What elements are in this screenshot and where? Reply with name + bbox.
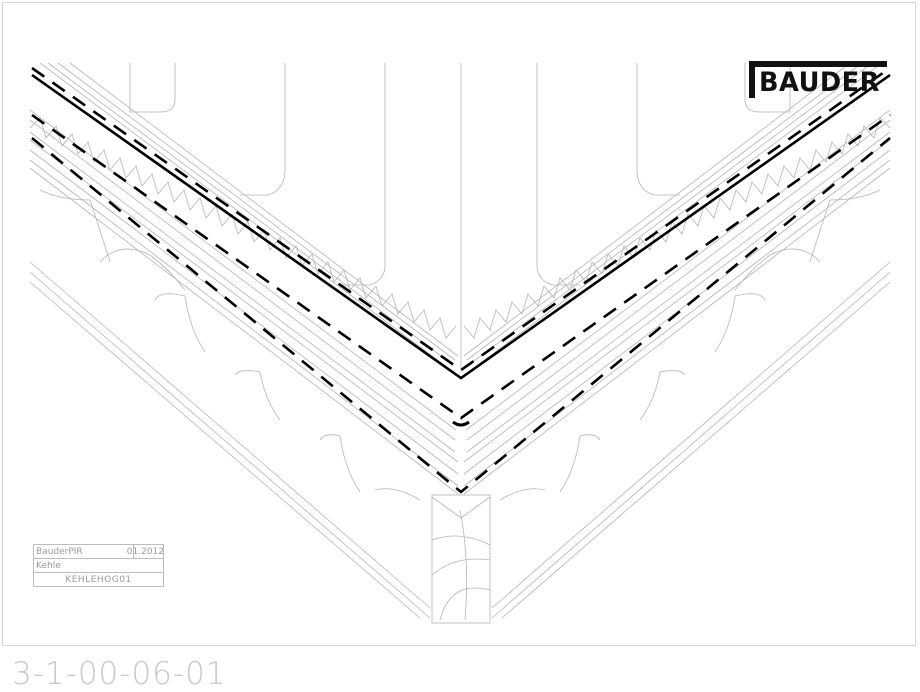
right-roof-layers bbox=[463, 62, 891, 619]
detail-code: KEHLEHOG01 bbox=[65, 575, 132, 585]
logo-text: BAUDER bbox=[759, 67, 880, 98]
logo-stem bbox=[749, 61, 755, 98]
membrane-layers bbox=[31, 66, 891, 494]
divider bbox=[133, 545, 134, 559]
detail-name: Kehle bbox=[36, 561, 61, 571]
logo-bar bbox=[749, 61, 887, 67]
left-roof-layers bbox=[29, 62, 459, 619]
bauder-logo: BAUDER bbox=[749, 61, 887, 99]
title-block-row-code: KEHLEHOG01 bbox=[34, 573, 163, 587]
timber-grain bbox=[39, 189, 881, 501]
title-block: BauderPIR 01.2012 Kehle KEHLEHOG01 bbox=[33, 544, 164, 587]
roof-tiles bbox=[129, 63, 791, 286]
product-name: BauderPIR bbox=[36, 547, 83, 557]
title-block-row-product: BauderPIR 01.2012 bbox=[34, 545, 164, 559]
document-number: 3-1-00-06-01 bbox=[12, 656, 227, 692]
valley-post bbox=[431, 494, 491, 624]
title-block-row-detail: Kehle bbox=[34, 559, 163, 573]
revision-date: 01.2012 bbox=[126, 547, 164, 557]
drawing-frame bbox=[2, 2, 916, 646]
